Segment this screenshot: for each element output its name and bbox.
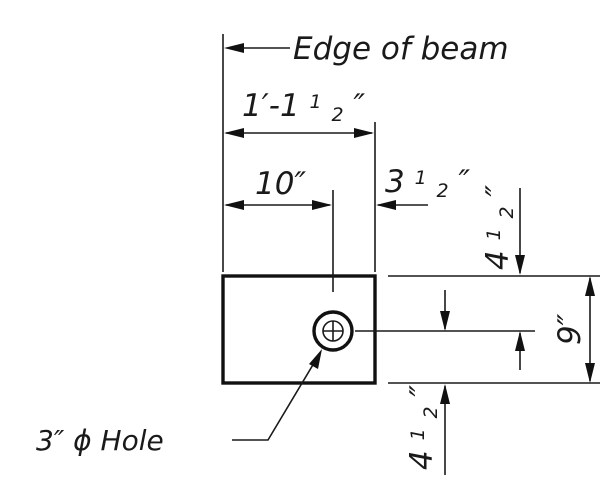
hole-symbol [312, 310, 354, 352]
height-label: 9″ [552, 313, 588, 345]
hole-leader-arrowhead [309, 349, 322, 369]
edge-distance-arrow [376, 200, 396, 210]
plate-outline [221, 274, 377, 385]
hole-offset-label: 10″ [255, 166, 306, 202]
hole-offset-arrow-left [224, 200, 244, 210]
hole-offset-arrow-right [312, 200, 332, 210]
edge-of-beam-label: Edge of beam [293, 31, 509, 67]
hole-label: 3″ ϕ Hole [36, 424, 164, 457]
bottom-distance-frac-num: 1 [407, 428, 429, 440]
edge-distance-tail: ″ [459, 164, 471, 200]
height-arrow-bottom [585, 363, 595, 383]
overall-width-arrow-right [354, 128, 374, 138]
height-arrow-top [585, 276, 595, 296]
overall-width-frac-num: 1 [310, 91, 322, 113]
top-distance-label: 4 1 2 ″ [472, 185, 521, 271]
edge-distance-main: 3 [385, 164, 405, 200]
center-gap-upper-arrow [440, 311, 450, 331]
hole-circle-outer [312, 310, 354, 352]
overall-width-label: 1′-1 1 2 ″ [242, 80, 365, 129]
bottom-distance-arrow [440, 384, 450, 404]
center-gap-lower-arrow [515, 331, 525, 351]
bottom-distance-frac-den: 2 [420, 406, 442, 418]
edge-leader-arrowhead [224, 43, 244, 53]
top-distance-frac-den: 2 [496, 206, 518, 218]
bottom-distance-main: 4 [404, 450, 440, 470]
bottom-distance-tail: ″ [404, 385, 440, 397]
overall-width-tail: ″ [353, 88, 365, 124]
overall-width-frac-den: 2 [331, 104, 343, 126]
top-distance-tail: ″ [480, 185, 516, 197]
bottom-distance-label: 4 1 2 ″ [396, 385, 445, 471]
edge-distance-frac-den: 2 [437, 180, 449, 202]
overall-width-main: 1′-1 [242, 88, 300, 124]
edge-distance-label: 3 1 2 ″ [385, 156, 471, 205]
top-distance-frac-num: 1 [483, 228, 505, 240]
hole-leader-line [232, 352, 321, 441]
overall-width-arrow-left [224, 128, 244, 138]
top-distance-main: 4 [480, 250, 516, 270]
top-distance-arrow [515, 255, 525, 275]
edge-distance-frac-num: 1 [415, 167, 427, 189]
